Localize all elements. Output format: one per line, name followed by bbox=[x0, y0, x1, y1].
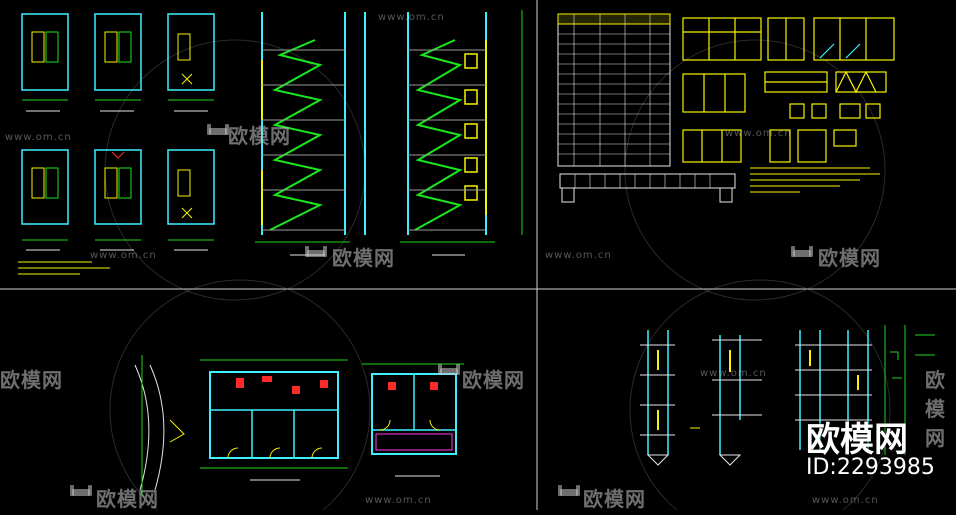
restroom-floor-plan bbox=[200, 359, 348, 481]
sofa-logo-icon bbox=[438, 364, 460, 375]
restroom-floor-plan bbox=[362, 363, 464, 477]
stair-plan bbox=[21, 149, 69, 241]
stair-section-left bbox=[255, 12, 350, 256]
watermark-brand: 欧模网 bbox=[583, 487, 646, 511]
sofa-logo-icon bbox=[791, 246, 813, 257]
watermark-brand: 欧模网 bbox=[228, 124, 291, 148]
stair-plan bbox=[167, 13, 215, 101]
sofa-logo-icon bbox=[70, 485, 92, 496]
watermark-brand: 欧模网 bbox=[332, 246, 395, 270]
watermark-brand: 欧模网 bbox=[0, 368, 63, 392]
watermark-brand-large: 欧模网 bbox=[806, 420, 908, 460]
sofa-logo-icon bbox=[207, 124, 229, 135]
stair-plan-group bbox=[18, 13, 215, 275]
watermark-url: www.om.cn bbox=[5, 132, 72, 143]
watermark-url: www.om.cn bbox=[378, 12, 445, 23]
canopy-elevation bbox=[559, 167, 880, 203]
watermark-id: ID:2293985 bbox=[806, 455, 935, 480]
watermark-brand: 欧模网 bbox=[818, 246, 881, 270]
stair-plan bbox=[167, 149, 215, 241]
curved-facade-elevation bbox=[134, 355, 185, 495]
watermark-url: www.om.cn bbox=[365, 495, 432, 506]
stair-plan bbox=[94, 149, 142, 241]
stair-plan bbox=[21, 13, 69, 101]
wall-section-details bbox=[640, 325, 935, 466]
watermark-brand: 欧模网 bbox=[925, 368, 946, 450]
watermark-url: www.om.cn bbox=[545, 250, 612, 261]
window-elevations bbox=[682, 17, 895, 163]
watermark-url: www.om.cn bbox=[725, 128, 792, 139]
door-window-schedule-table bbox=[557, 13, 671, 167]
watermark-url: www.om.cn bbox=[700, 368, 767, 379]
sofa-logo-icon bbox=[558, 485, 580, 496]
sofa-logo-icon bbox=[305, 246, 327, 257]
watermark-brand: 欧模网 bbox=[96, 487, 159, 511]
watermark-url: www.om.cn bbox=[812, 495, 879, 506]
watermark-brand: 欧模网 bbox=[462, 368, 525, 392]
stair-section-right bbox=[364, 10, 523, 256]
stair-plan bbox=[94, 13, 142, 101]
watermark-url: www.om.cn bbox=[90, 250, 157, 261]
